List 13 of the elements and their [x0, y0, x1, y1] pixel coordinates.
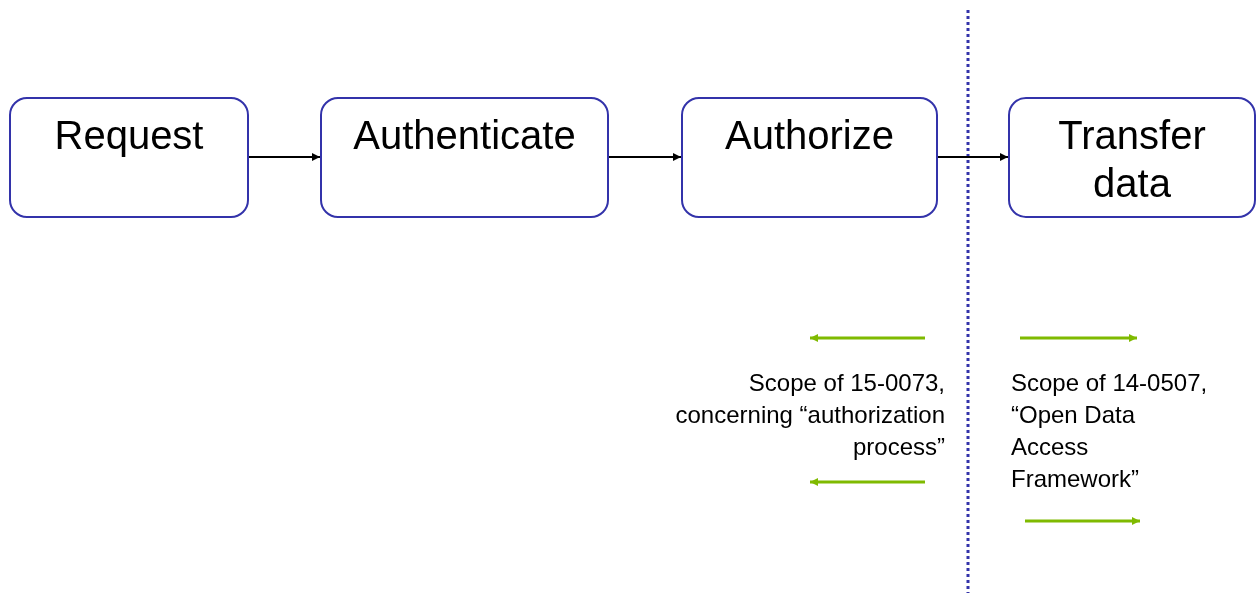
box-label: Transfer data [1057, 112, 1207, 207]
arrow [937, 153, 1009, 161]
box-label: Authenticate [352, 112, 577, 159]
arrow [248, 153, 321, 161]
process-box [320, 97, 609, 218]
scope-note: Scope of 15-0073, concerning “authorization process” [674, 368, 945, 462]
arrow [608, 153, 682, 161]
box-label: Authorize [724, 112, 895, 159]
scope-note: Scope of 14-0507, “Open Data Access Framework” [1011, 368, 1209, 494]
process-box [1008, 97, 1256, 218]
process-box [9, 97, 249, 218]
process-box [681, 97, 938, 218]
box-label: Request [53, 112, 205, 159]
